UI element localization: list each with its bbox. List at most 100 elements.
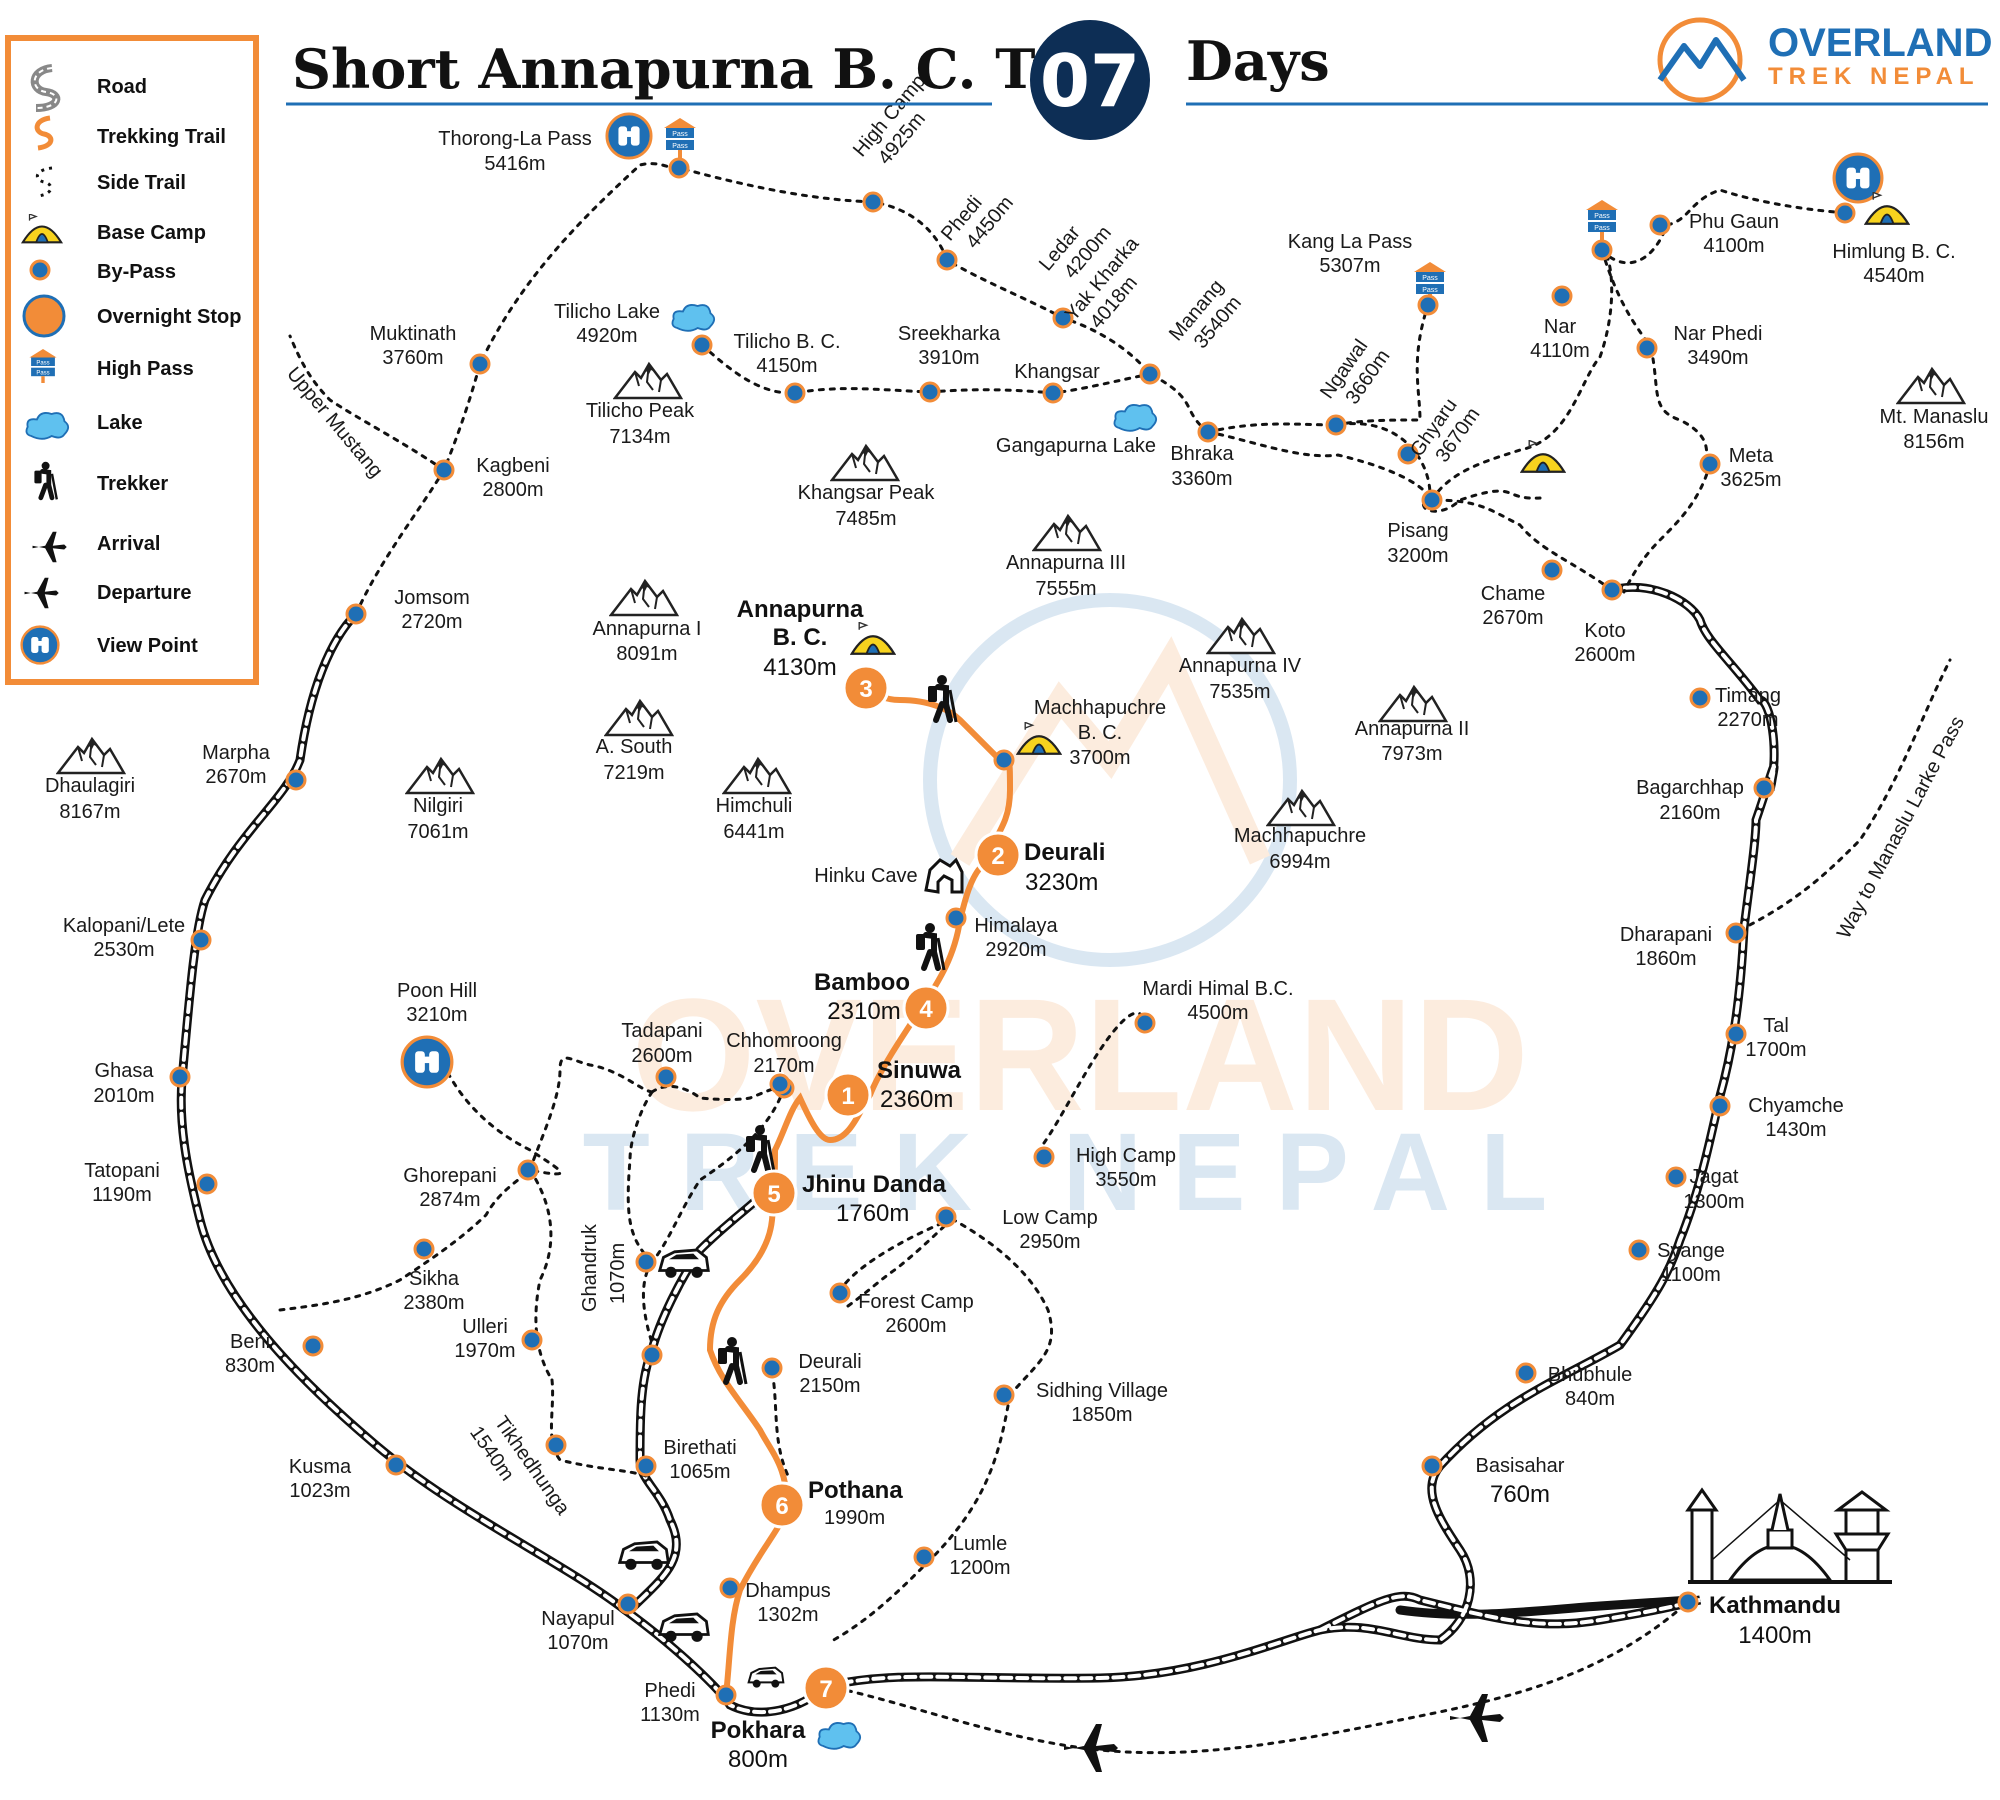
svg-text:2310m: 2310m	[827, 998, 900, 1025]
svg-text:1860m: 1860m	[1635, 948, 1696, 970]
svg-text:5: 5	[767, 1181, 780, 1208]
svg-text:8167m: 8167m	[59, 801, 120, 823]
svg-text:Tal: Tal	[1763, 1015, 1789, 1037]
svg-text:Ghandruk: Ghandruk	[579, 1223, 601, 1312]
svg-text:Nilgiri: Nilgiri	[413, 795, 463, 817]
legend-by-pass: By-Pass	[29, 259, 176, 283]
svg-text:1065m: 1065m	[669, 1461, 730, 1483]
svg-text:4150m: 4150m	[756, 355, 817, 377]
svg-text:4920m: 4920m	[576, 325, 637, 347]
lake-icon	[671, 303, 716, 332]
svg-text:Sikha: Sikha	[409, 1268, 460, 1290]
svg-text:Upper Mustang: Upper Mustang	[282, 363, 387, 482]
svg-text:2670m: 2670m	[1482, 607, 1543, 629]
svg-text:7485m: 7485m	[835, 508, 896, 530]
svg-text:1130m: 1130m	[640, 1704, 700, 1726]
svg-text:4100m: 4100m	[1703, 235, 1764, 257]
svg-text:Chame: Chame	[1481, 583, 1545, 605]
legend-view-point: View Point	[20, 625, 198, 665]
svg-text:Way to Manaslu Larke Pass: Way to Manaslu Larke Pass	[1833, 713, 1969, 943]
svg-text:Pisang: Pisang	[1387, 520, 1448, 542]
svg-text:Base Camp: Base Camp	[97, 222, 206, 244]
svg-text:Bamboo: Bamboo	[814, 969, 910, 996]
svg-text:Ghorepani: Ghorepani	[403, 1165, 496, 1187]
base-camp-icon	[850, 622, 896, 655]
svg-text:3: 3	[859, 676, 872, 703]
svg-text:Basisahar: Basisahar	[1476, 1455, 1565, 1477]
svg-text:Khangsar Peak: Khangsar Peak	[798, 482, 936, 504]
svg-text:Birethati: Birethati	[663, 1437, 736, 1459]
svg-text:Meta: Meta	[1729, 445, 1774, 467]
svg-text:2150m: 2150m	[799, 1375, 860, 1397]
svg-text:A. South: A. South	[596, 736, 673, 758]
overnight-stop-icon	[22, 294, 66, 338]
svg-text:Hinku Cave: Hinku Cave	[814, 865, 917, 887]
view-point-icon	[605, 112, 653, 160]
svg-text:Kagbeni: Kagbeni	[476, 455, 549, 477]
map-icons	[400, 112, 1910, 1772]
svg-text:3550m: 3550m	[1095, 1169, 1156, 1191]
svg-text:Himlung B. C.: Himlung B. C.	[1832, 241, 1955, 263]
svg-text:Trekking Trail: Trekking Trail	[97, 126, 226, 148]
svg-text:Pothana: Pothana	[808, 1477, 903, 1504]
legend-high-pass: High Pass	[29, 349, 194, 383]
svg-text:2600m: 2600m	[631, 1045, 692, 1067]
legend-departure: Departure	[24, 577, 191, 609]
title-bar: Short Annapurna B. C. Trek 07 Days	[286, 20, 1988, 140]
svg-text:Phu Gaun: Phu Gaun	[1689, 211, 1779, 233]
svg-text:By-Pass: By-Pass	[97, 261, 176, 283]
svg-text:6: 6	[775, 1493, 788, 1520]
trekking-trail-icon	[34, 115, 54, 151]
svg-text:Annapurna II: Annapurna II	[1355, 718, 1470, 740]
vehicle-icon	[658, 1612, 710, 1644]
svg-text:3700m: 3700m	[1069, 747, 1130, 769]
trekker-icon	[916, 923, 944, 970]
svg-text:1190m: 1190m	[92, 1184, 152, 1206]
place-tilicho-bc: Tilicho B. C.4150m	[733, 331, 840, 377]
svg-text:Annapurna III: Annapurna III	[1006, 552, 1126, 574]
svg-text:1970m: 1970m	[454, 1340, 515, 1362]
svg-text:7134m: 7134m	[609, 426, 670, 448]
svg-text:Marpha: Marpha	[202, 742, 271, 764]
title-suffix: Days	[1186, 29, 1330, 93]
svg-text:Annapurna IV: Annapurna IV	[1179, 655, 1302, 677]
svg-text:Ghasa: Ghasa	[95, 1060, 155, 1082]
svg-text:Gangapurna Lake: Gangapurna Lake	[996, 435, 1156, 457]
svg-text:7061m: 7061m	[407, 821, 468, 843]
svg-text:Bhraka: Bhraka	[1170, 443, 1234, 465]
legend: Road Trekking Trail Side Trail Base Camp…	[5, 35, 259, 685]
legend-lake: Lake	[25, 411, 143, 440]
title-days-badge	[1030, 20, 1150, 140]
svg-text:Nar Phedi: Nar Phedi	[1674, 323, 1763, 345]
svg-text:Lumle: Lumle	[953, 1533, 1007, 1555]
svg-text:Tadapani: Tadapani	[621, 1020, 702, 1042]
svg-text:Kang La Pass: Kang La Pass	[1288, 231, 1413, 253]
legend-trekker: Trekker	[34, 462, 168, 500]
svg-text:1302m: 1302m	[757, 1604, 818, 1626]
svg-text:Tilicho Lake: Tilicho Lake	[554, 301, 660, 323]
legend-base-camp: Base Camp	[21, 214, 206, 244]
